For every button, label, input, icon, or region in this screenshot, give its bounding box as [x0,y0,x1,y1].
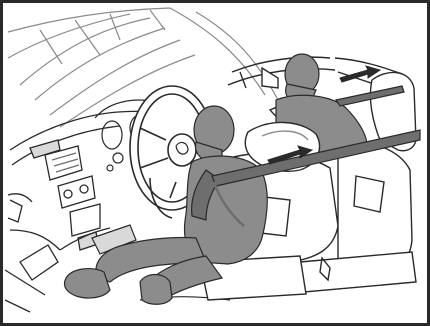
airbag-illustration [0,0,430,326]
illustration-frame [0,0,430,326]
